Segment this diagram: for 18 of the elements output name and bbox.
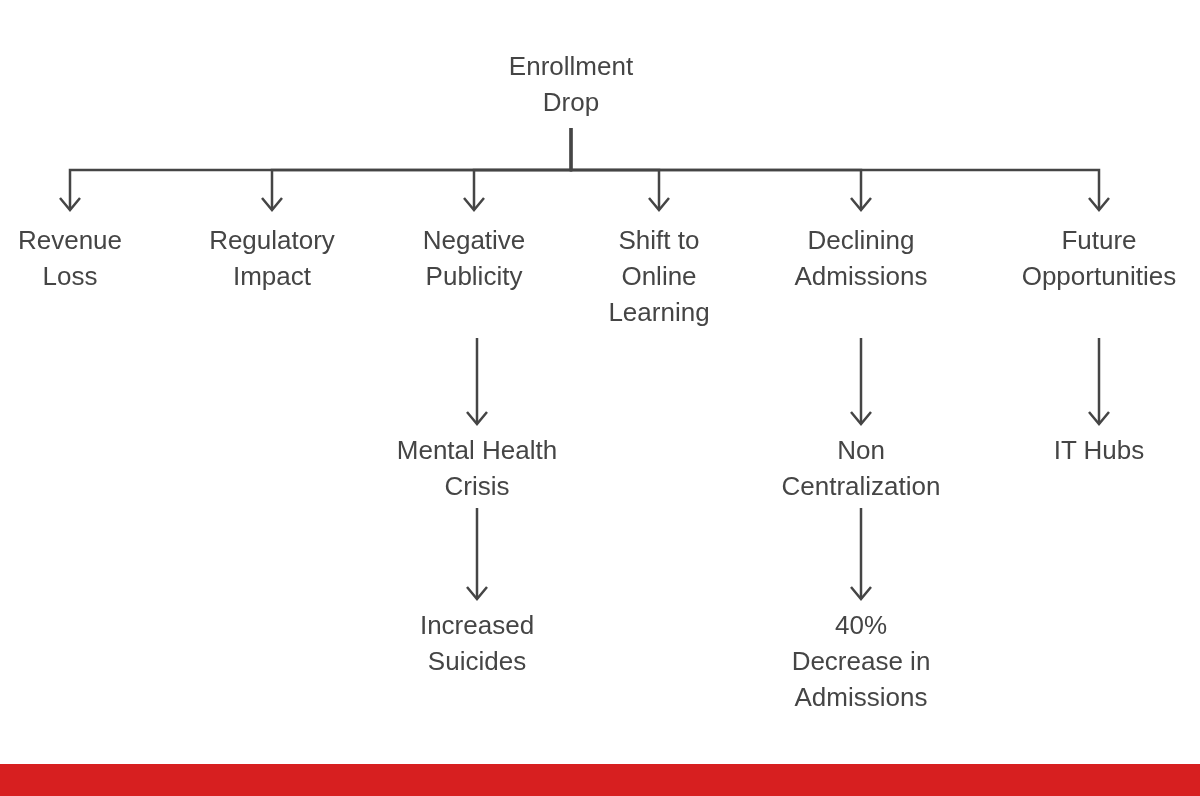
arrow xyxy=(465,338,489,426)
node-label: Non Centralization xyxy=(780,434,942,503)
node-label: 40% Decrease in Admissions xyxy=(790,609,932,714)
node-label: Negative Publicity xyxy=(421,224,527,293)
arrow xyxy=(465,508,489,601)
arrow xyxy=(849,338,873,426)
node-label: Regulatory Impact xyxy=(208,224,336,293)
node-label: Declining Admissions xyxy=(793,224,929,293)
node-label: Mental Health Crisis xyxy=(395,434,559,503)
node-label: Enrollment Drop xyxy=(507,50,635,119)
arrow xyxy=(1087,338,1111,426)
arrow xyxy=(569,128,1111,212)
node-label: IT Hubs xyxy=(1053,434,1145,467)
node-label: Revenue Loss xyxy=(16,224,124,293)
arrow xyxy=(849,508,873,601)
node-label: Shift to Online Learning xyxy=(607,224,711,329)
node-label: Increased Suicides xyxy=(418,609,536,678)
node-label: Future Opportunities xyxy=(1020,224,1178,293)
